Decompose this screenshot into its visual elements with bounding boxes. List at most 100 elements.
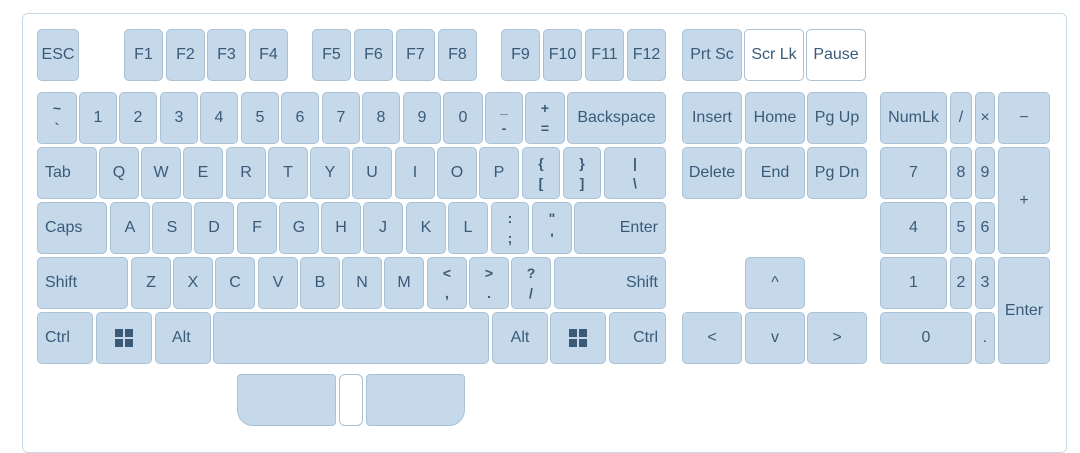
key-o[interactable]: O	[437, 147, 477, 199]
key-num-enter[interactable]: Enter	[998, 257, 1050, 364]
key-enter[interactable]: Enter	[574, 202, 666, 254]
key-a[interactable]: A	[110, 202, 150, 254]
key-end[interactable]: End	[745, 147, 805, 199]
key-num-divide[interactable]: /	[950, 92, 972, 144]
key-s[interactable]: S	[152, 202, 192, 254]
key-num-7[interactable]: 7	[880, 147, 947, 199]
key-semicolon[interactable]: :;	[491, 202, 529, 254]
key-num-minus[interactable]: −	[998, 92, 1050, 144]
key-6[interactable]: 6	[281, 92, 319, 144]
key-period[interactable]: >.	[469, 257, 509, 309]
key-num-plus[interactable]: +	[998, 147, 1050, 254]
key-v[interactable]: V	[258, 257, 298, 309]
key-pause[interactable]: Pause	[806, 29, 866, 81]
key-9[interactable]: 9	[403, 92, 441, 144]
key-f5[interactable]: F5	[312, 29, 351, 81]
key-w[interactable]: W	[141, 147, 181, 199]
key-f2[interactable]: F2	[166, 29, 205, 81]
key-f12[interactable]: F12	[627, 29, 666, 81]
key-f9[interactable]: F9	[501, 29, 540, 81]
key-num-8[interactable]: 8	[950, 147, 972, 199]
key-equal[interactable]: +=	[525, 92, 565, 144]
key-num-4[interactable]: 4	[880, 202, 947, 254]
key-left-bracket[interactable]: {[	[522, 147, 560, 199]
key-num-9[interactable]: 9	[975, 147, 995, 199]
key-shift-left[interactable]: Shift	[37, 257, 128, 309]
key-arrow-right[interactable]: >	[807, 312, 867, 364]
key-slash[interactable]: ?/	[511, 257, 551, 309]
key-insert[interactable]: Insert	[682, 92, 742, 144]
key-caps-lock[interactable]: Caps	[37, 202, 107, 254]
key-f7[interactable]: F7	[396, 29, 435, 81]
key-backslash[interactable]: |\	[604, 147, 666, 199]
key-f3[interactable]: F3	[207, 29, 246, 81]
key-arrow-up[interactable]: ^	[745, 257, 805, 309]
touchpad-scroll-strip[interactable]	[339, 374, 363, 426]
key-num-decimal[interactable]: .	[975, 312, 995, 364]
key-2[interactable]: 2	[119, 92, 157, 144]
key-5[interactable]: 5	[241, 92, 279, 144]
key-num-multiply[interactable]: ×	[975, 92, 995, 144]
key-f[interactable]: F	[237, 202, 277, 254]
key-p[interactable]: P	[479, 147, 519, 199]
key-num-6[interactable]: 6	[975, 202, 995, 254]
key-0[interactable]: 0	[443, 92, 483, 144]
key-num-lock[interactable]: NumLk	[880, 92, 947, 144]
key-esc[interactable]: ESC	[37, 29, 79, 81]
key-3[interactable]: 3	[160, 92, 198, 144]
key-backtick[interactable]: ~`	[37, 92, 77, 144]
key-z[interactable]: Z	[131, 257, 171, 309]
key-alt-right[interactable]: Alt	[492, 312, 548, 364]
touchpad-left-button[interactable]	[237, 374, 336, 426]
key-l[interactable]: L	[448, 202, 488, 254]
key-num-1[interactable]: 1	[880, 257, 947, 309]
key-comma[interactable]: <,	[427, 257, 467, 309]
key-page-up[interactable]: Pg Up	[807, 92, 867, 144]
key-win-right[interactable]	[550, 312, 606, 364]
key-tab[interactable]: Tab	[37, 147, 97, 199]
key-alt-left[interactable]: Alt	[155, 312, 211, 364]
key-f8[interactable]: F8	[438, 29, 477, 81]
key-minus[interactable]: _-	[485, 92, 523, 144]
key-right-bracket[interactable]: }]	[563, 147, 601, 199]
key-home[interactable]: Home	[745, 92, 805, 144]
key-f4[interactable]: F4	[249, 29, 288, 81]
key-t[interactable]: T	[268, 147, 308, 199]
key-quote[interactable]: "'	[532, 202, 572, 254]
key-shift-right[interactable]: Shift	[554, 257, 666, 309]
touchpad-right-button[interactable]	[366, 374, 465, 426]
key-scroll-lock[interactable]: Scr Lk	[744, 29, 804, 81]
key-space[interactable]	[213, 312, 489, 364]
key-8[interactable]: 8	[362, 92, 400, 144]
key-f6[interactable]: F6	[354, 29, 393, 81]
key-ctrl-left[interactable]: Ctrl	[37, 312, 93, 364]
key-h[interactable]: H	[321, 202, 361, 254]
key-num-2[interactable]: 2	[950, 257, 972, 309]
key-f11[interactable]: F11	[585, 29, 624, 81]
key-e[interactable]: E	[183, 147, 223, 199]
key-4[interactable]: 4	[200, 92, 238, 144]
key-backspace[interactable]: Backspace	[567, 92, 666, 144]
key-f1[interactable]: F1	[124, 29, 163, 81]
key-y[interactable]: Y	[310, 147, 350, 199]
key-arrow-down[interactable]: v	[745, 312, 805, 364]
key-c[interactable]: C	[215, 257, 255, 309]
key-x[interactable]: X	[173, 257, 213, 309]
key-n[interactable]: N	[342, 257, 382, 309]
key-i[interactable]: I	[395, 147, 435, 199]
key-f10[interactable]: F10	[543, 29, 582, 81]
key-j[interactable]: J	[363, 202, 403, 254]
key-ctrl-right[interactable]: Ctrl	[609, 312, 666, 364]
key-1[interactable]: 1	[79, 92, 117, 144]
key-win-left[interactable]	[96, 312, 152, 364]
key-u[interactable]: U	[352, 147, 392, 199]
key-g[interactable]: G	[279, 202, 319, 254]
key-d[interactable]: D	[194, 202, 234, 254]
key-m[interactable]: M	[384, 257, 424, 309]
key-7[interactable]: 7	[322, 92, 360, 144]
key-arrow-left[interactable]: <	[682, 312, 742, 364]
key-page-down[interactable]: Pg Dn	[807, 147, 867, 199]
key-num-0[interactable]: 0	[880, 312, 972, 364]
key-b[interactable]: B	[300, 257, 340, 309]
key-k[interactable]: K	[406, 202, 446, 254]
